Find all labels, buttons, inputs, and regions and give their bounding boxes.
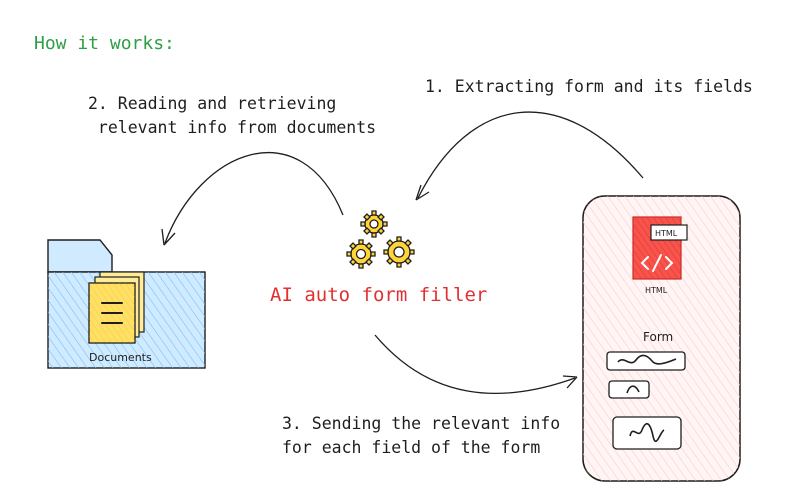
- arrow-step-3: [374, 334, 578, 395]
- step-1-label: 1. Extracting form and its fields: [425, 77, 753, 96]
- form-field-3: [612, 416, 682, 450]
- document-icon: [88, 271, 145, 344]
- html-badge-text: HTML: [655, 229, 678, 238]
- ai-form-filler-label: AI auto form filler: [270, 284, 488, 306]
- form-device: [582, 195, 741, 482]
- gear-icon: [346, 210, 415, 269]
- html-label: HTML: [645, 286, 668, 295]
- form-field-1: [606, 351, 686, 371]
- arrow-step-2: [161, 152, 344, 246]
- heading: How it works:: [34, 33, 175, 54]
- arrow-step-1: [415, 111, 644, 201]
- form-field-2: [608, 380, 650, 399]
- documents-label: Documents: [89, 351, 152, 364]
- html-file-icon: [632, 216, 688, 280]
- form-label: Form: [643, 330, 673, 344]
- step-3-label: 3. Sending the relevant info for each fi…: [282, 414, 561, 457]
- step-2-label: 2. Reading and retrieving relevant info …: [88, 94, 377, 137]
